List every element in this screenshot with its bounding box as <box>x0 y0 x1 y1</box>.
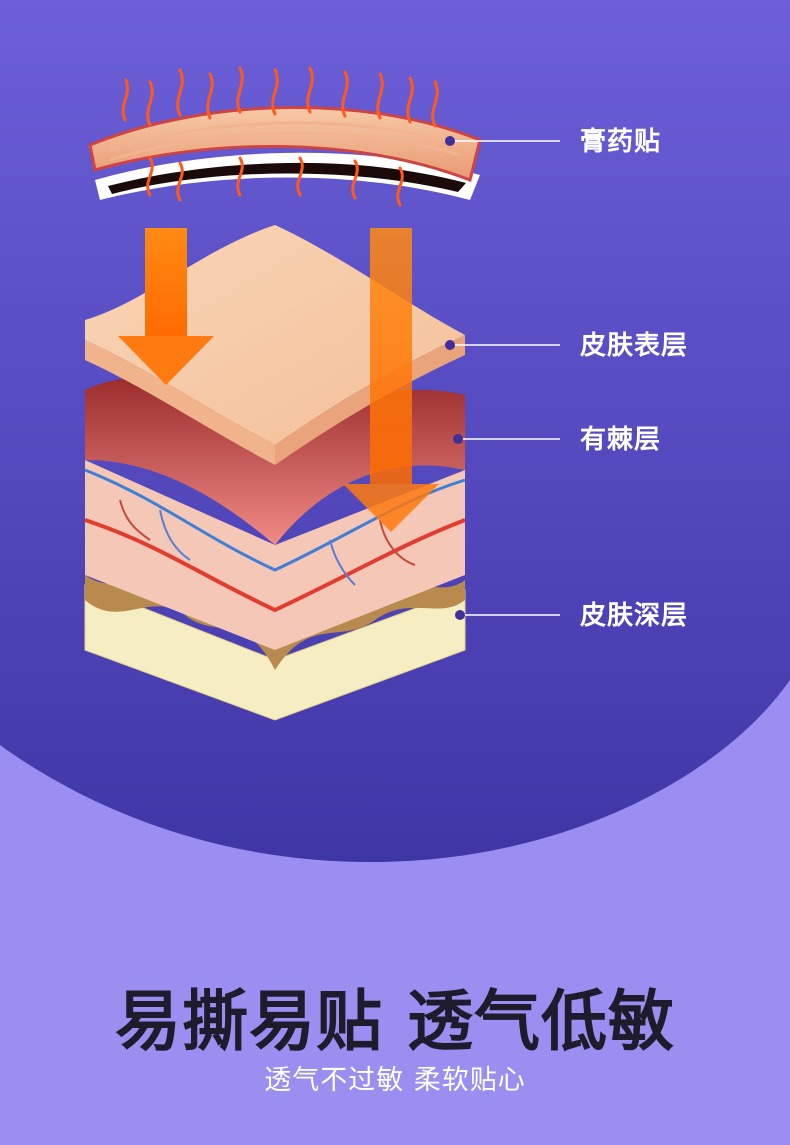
callouts <box>445 136 560 620</box>
penetration-arrows <box>118 228 439 532</box>
headline: 易撕易贴 透气低敏 <box>115 983 675 1060</box>
label-spinous: 有棘层 <box>580 425 662 455</box>
subline: 透气不过敏 柔软贴心 <box>264 1065 526 1096</box>
plaster-illustration <box>88 105 482 200</box>
heat-wisps <box>121 66 439 207</box>
callout-dot-deep <box>455 610 465 620</box>
callout-dot-spinous <box>453 434 463 444</box>
arrow-left <box>118 228 214 385</box>
label-plaster: 膏药贴 <box>580 127 662 157</box>
callout-dot-epidermis <box>445 340 455 350</box>
label-epidermis: 皮肤表层 <box>580 331 689 361</box>
arrow-right <box>343 228 439 532</box>
callout-dot-plaster <box>445 136 455 146</box>
label-deep: 皮肤深层 <box>580 601 689 631</box>
